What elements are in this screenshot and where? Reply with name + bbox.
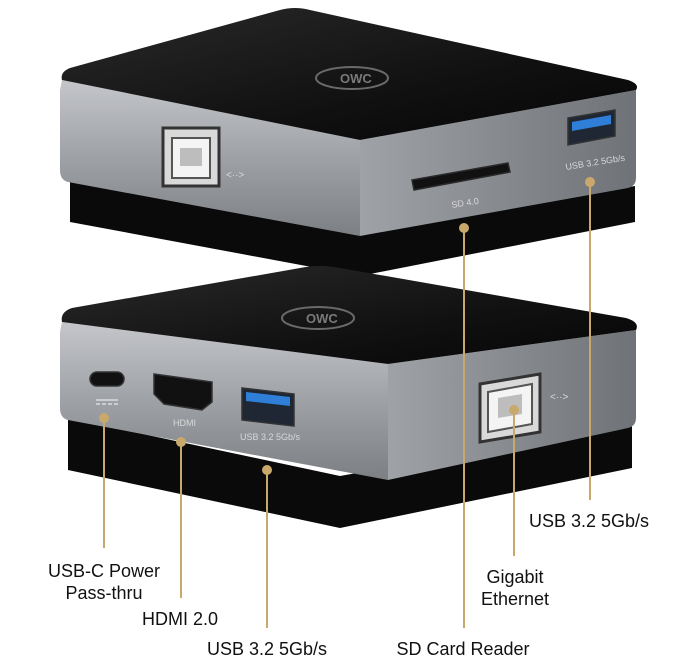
svg-text:OWC: OWC <box>306 311 338 326</box>
top-sd-slot <box>411 162 511 191</box>
callout-usb-bottom: USB 3.2 5Gb/s <box>206 639 328 659</box>
bottom-device-top-face <box>61 266 637 364</box>
leader-usbc-dot <box>99 413 109 423</box>
bottom-hdmi-label: HDMI <box>173 418 196 428</box>
bottom-device: OWC HDMI USB 3.2 5Gb/s <··> <box>60 266 637 528</box>
leader-hdmi-dot <box>176 437 186 447</box>
bottom-logo: OWC <box>281 306 355 330</box>
leader-lines <box>99 177 595 628</box>
bottom-ethernet-symbol: <··> <box>550 392 569 403</box>
leader-usb-top-dot <box>585 177 595 187</box>
leader-sd-dot <box>459 223 469 233</box>
callout-usbc-power-line1: USB-C Power <box>47 561 161 581</box>
leader-usb-bottom-dot <box>262 465 272 475</box>
top-logo: OWC <box>315 66 389 90</box>
bottom-usb-label: USB 3.2 5Gb/s <box>240 432 301 442</box>
callout-ethernet-line2: Ethernet <box>480 589 550 609</box>
callout-hdmi: HDMI 2.0 <box>141 609 219 629</box>
callout-ethernet-line1: Gigabit <box>486 567 544 587</box>
callout-usb-top: USB 3.2 5Gb/s <box>528 511 650 531</box>
bottom-hdmi-port <box>153 373 213 411</box>
bottom-usbc-port <box>89 371 125 405</box>
top-sd-label: SD 4.0 <box>451 196 480 210</box>
svg-text:OWC: OWC <box>340 71 372 86</box>
callout-usbc-power: USB-C Power Pass-thru <box>42 560 166 604</box>
leader-ethernet-dot <box>509 405 519 415</box>
top-device-shell-side <box>360 90 636 236</box>
top-usb-port <box>567 109 616 146</box>
callout-usbc-power-line2: Pass-thru <box>65 583 143 603</box>
bottom-device-shell-front <box>60 322 388 480</box>
top-device-base <box>70 178 635 276</box>
top-device-top-face <box>61 8 637 140</box>
top-device: OWC <··> SD 4.0 USB 3.2 5Gb/s <box>60 8 637 276</box>
top-ethernet-symbol: <··> <box>226 170 245 181</box>
callout-ethernet: Gigabit Ethernet <box>470 566 560 610</box>
bottom-usb-port <box>241 387 295 427</box>
callout-sd-reader: SD Card Reader <box>396 639 530 659</box>
top-ethernet-port <box>161 126 221 188</box>
